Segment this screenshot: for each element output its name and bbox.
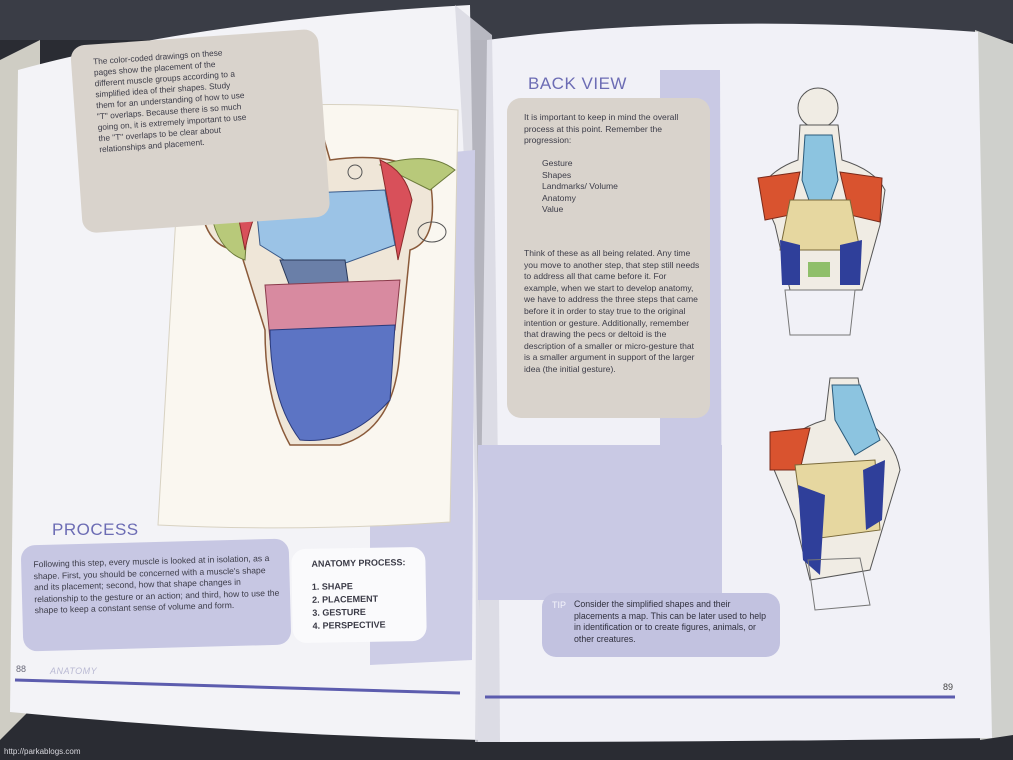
progression-item: Gesture bbox=[542, 158, 573, 168]
back-view-drawing-top bbox=[757, 87, 886, 336]
tip-label: TIP bbox=[552, 600, 567, 610]
process-text: Following this step, every muscle is loo… bbox=[33, 553, 280, 616]
anatomy-process-box: ANATOMY PROCESS: 1. SHAPE 2. PLACEMENT 3… bbox=[291, 546, 427, 644]
progression-item: Value bbox=[542, 204, 564, 214]
tip-box: TIP Consider the simplified shapes and t… bbox=[542, 593, 780, 657]
right-accent-band bbox=[478, 445, 722, 600]
right-page-number: 89 bbox=[943, 682, 954, 692]
anatomy-process-list: 1. SHAPE 2. PLACEMENT 3. GESTURE 4. PERS… bbox=[312, 580, 386, 633]
watermark: http://parkablogs.com bbox=[4, 747, 81, 756]
back-view-drawing-bottom bbox=[769, 377, 901, 611]
tip-text: Consider the simplified shapes and their… bbox=[574, 599, 767, 644]
anatomy-process-title: ANATOMY PROCESS: bbox=[311, 557, 406, 569]
process-heading: PROCESS bbox=[52, 520, 139, 539]
anatomy-process-item: 1. SHAPE bbox=[311, 581, 353, 592]
back-view-body: Think of these as all being related. Any… bbox=[524, 248, 700, 374]
intro-note: The color-coded drawings on these pages … bbox=[70, 28, 331, 234]
back-view-intro: It is important to keep in mind the over… bbox=[524, 112, 679, 146]
progression-item: Anatomy bbox=[542, 192, 576, 203]
progression-item: Landmarks/ Volume bbox=[542, 181, 618, 191]
back-view-heading: BACK VIEW bbox=[528, 74, 627, 93]
left-page-number: 88 bbox=[16, 664, 27, 674]
anatomy-process-item: 3. GESTURE bbox=[312, 606, 366, 618]
running-header: ANATOMY bbox=[50, 666, 98, 676]
progression-item: Shapes bbox=[542, 169, 572, 180]
intro-note-text: The color-coded drawings on these pages … bbox=[92, 47, 247, 155]
anatomy-process-item: 4. PERSPECTIVE bbox=[312, 619, 386, 631]
left-footer-rule bbox=[14, 678, 461, 695]
back-view-note: It is important to keep in mind the over… bbox=[507, 98, 710, 418]
progression-list: Gesture Shapes Landmarks/ Volume Anatomy… bbox=[542, 158, 618, 216]
anatomy-process-item: 2. PLACEMENT bbox=[311, 593, 379, 605]
